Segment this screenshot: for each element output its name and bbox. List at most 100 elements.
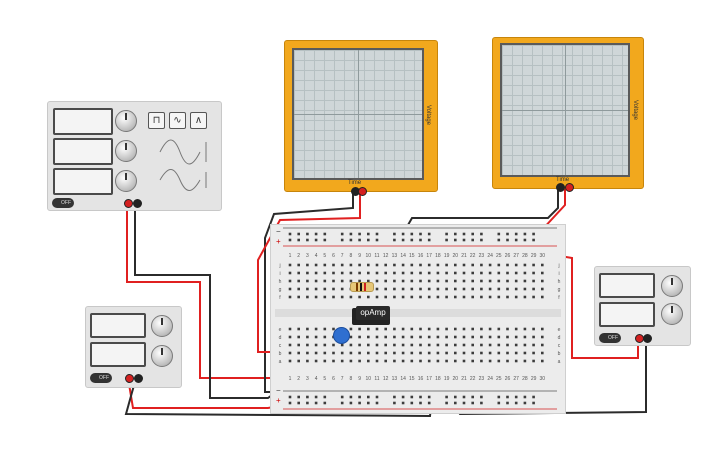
row-label: g <box>558 287 561 293</box>
column-label: 24 <box>487 253 493 259</box>
amplitude-display <box>53 138 113 165</box>
row-label: b <box>279 351 282 357</box>
column-label: 10 <box>366 376 372 382</box>
column-label: 22 <box>470 376 476 382</box>
top-rail-plus-label: + <box>276 237 281 246</box>
column-label: 8 <box>350 253 353 259</box>
oscilloscope-2: Voltage Time <box>492 37 644 192</box>
top-rail-minus-label: − <box>276 227 281 236</box>
column-label: 28 <box>522 253 528 259</box>
column-label: 28 <box>522 376 528 382</box>
column-label: 8 <box>350 376 353 382</box>
column-label: 20 <box>453 253 459 259</box>
offset-knob[interactable] <box>115 170 137 192</box>
scope1-positive-terminal[interactable] <box>358 187 367 196</box>
wire-psu-right-red[interactable] <box>559 255 639 359</box>
row-label: g <box>279 287 282 293</box>
psu-left-power-switch[interactable]: OFF <box>90 373 112 383</box>
psu-left-negative-terminal[interactable] <box>134 374 143 383</box>
bottom-rail-minus-label: − <box>276 386 281 395</box>
waveform-diagram <box>159 139 207 191</box>
oscilloscope-1-screen <box>292 48 424 180</box>
column-label: 3 <box>306 253 309 259</box>
row-label: b <box>558 351 561 357</box>
column-label: 23 <box>479 376 485 382</box>
row-label: a <box>558 359 561 365</box>
row-label: d <box>279 335 282 341</box>
psu-left-positive-terminal[interactable] <box>125 374 134 383</box>
column-label: 21 <box>461 376 467 382</box>
frequency-knob[interactable] <box>115 110 137 132</box>
row-label: a <box>279 359 282 365</box>
amplitude-knob[interactable] <box>115 140 137 162</box>
column-label: 24 <box>487 376 493 382</box>
column-label: 25 <box>496 253 502 259</box>
column-label: 22 <box>470 253 476 259</box>
column-label: 1 <box>289 376 292 382</box>
psu-right-voltage-knob[interactable] <box>661 275 683 297</box>
scope2-positive-terminal[interactable] <box>565 183 574 192</box>
oscilloscope-1: Voltage Time <box>284 40 438 196</box>
column-label: 26 <box>505 253 511 259</box>
psu-left-current-knob[interactable] <box>151 345 173 367</box>
row-label: i <box>279 271 280 277</box>
wire-scope1-black[interactable] <box>264 190 354 393</box>
column-label: 18 <box>435 253 441 259</box>
psu-right-power-switch[interactable]: OFF <box>599 333 621 343</box>
column-label: 14 <box>400 253 406 259</box>
psu-left-voltage-display <box>90 313 146 338</box>
resistor[interactable] <box>350 282 374 292</box>
oscilloscope-1-x-label: Time <box>348 180 362 186</box>
column-label: 26 <box>505 376 511 382</box>
column-label: 19 <box>444 376 450 382</box>
column-label: 17 <box>426 253 432 259</box>
psu-right-current-display <box>599 302 655 327</box>
row-label: e <box>558 327 561 333</box>
column-label: 20 <box>453 376 459 382</box>
triangle-wave-button[interactable]: ∧ <box>190 112 207 129</box>
column-label: 2 <box>297 376 300 382</box>
row-label: j <box>557 263 559 269</box>
oscilloscope-2-y-label: Voltage <box>632 100 638 121</box>
row-label: h <box>279 279 282 285</box>
psu-right-negative-terminal[interactable] <box>643 334 652 343</box>
psu-left-current-display <box>90 342 146 367</box>
frequency-display <box>53 108 113 135</box>
sine-wave-button[interactable]: ∿ <box>169 112 186 129</box>
row-label: c <box>279 343 282 349</box>
column-label: 15 <box>409 376 415 382</box>
fg-power-switch[interactable]: OFF <box>52 198 74 208</box>
column-label: 25 <box>496 376 502 382</box>
column-label: 12 <box>383 376 389 382</box>
column-label: 23 <box>479 253 485 259</box>
column-label: 14 <box>400 376 406 382</box>
psu-left-voltage-knob[interactable] <box>151 315 173 337</box>
column-label: 13 <box>392 253 398 259</box>
column-label: 4 <box>315 253 318 259</box>
wire-fg-black[interactable] <box>134 203 273 399</box>
column-label: 27 <box>513 376 519 382</box>
column-label: 2 <box>297 253 300 259</box>
offset-display <box>53 168 113 195</box>
column-label: 7 <box>341 376 344 382</box>
scope2-negative-terminal[interactable] <box>556 183 565 192</box>
column-label: 30 <box>540 253 546 259</box>
psu-right-current-knob[interactable] <box>661 303 683 325</box>
fg-positive-terminal[interactable] <box>124 199 133 208</box>
column-label: 7 <box>341 253 344 259</box>
column-label: 18 <box>435 376 441 382</box>
column-label: 11 <box>374 253 379 259</box>
column-label: 4 <box>315 376 318 382</box>
column-label: 9 <box>358 376 361 382</box>
row-label: c <box>558 343 561 349</box>
column-label: 29 <box>531 376 537 382</box>
capacitor[interactable] <box>333 327 350 344</box>
row-label: j <box>278 263 280 269</box>
fg-negative-terminal[interactable] <box>133 199 142 208</box>
column-label: 10 <box>366 253 372 259</box>
oscilloscope-1-y-label: Voltage <box>425 105 431 126</box>
column-label: 15 <box>409 253 415 259</box>
square-wave-button[interactable]: ⊓ <box>148 112 165 129</box>
power-supply-left: OFF <box>85 306 182 388</box>
opamp-label: opAmp <box>356 306 390 320</box>
